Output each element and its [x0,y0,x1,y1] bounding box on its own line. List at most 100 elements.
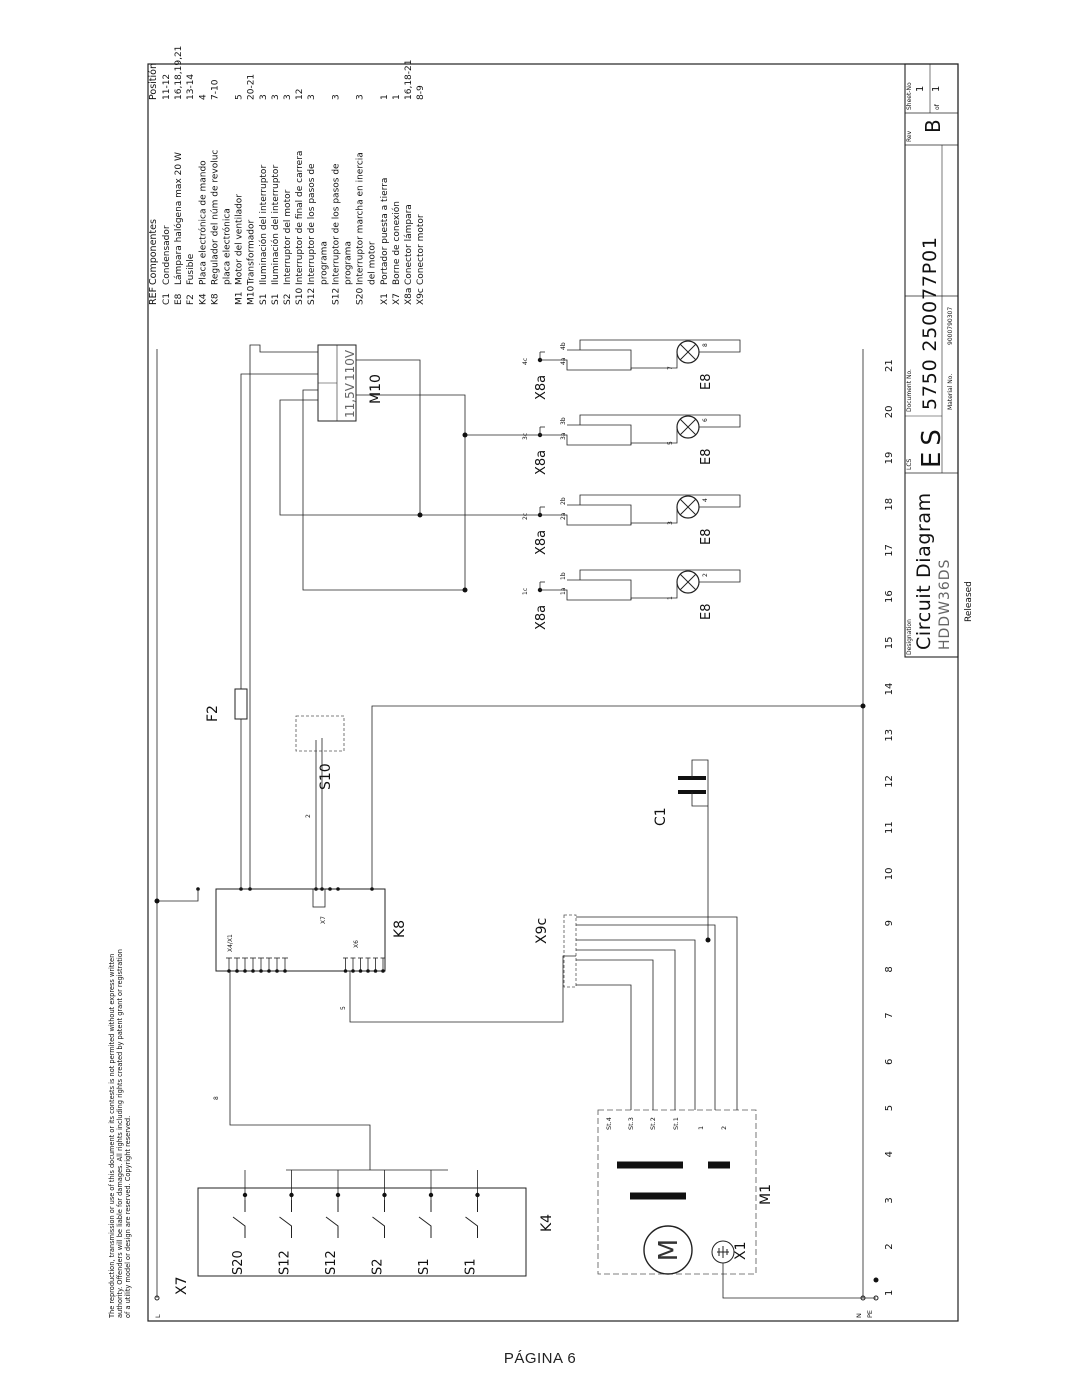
legend-ref: K4 [198,293,208,305]
k4-label: K4 [539,1214,555,1232]
model-number: HDDW36DS [937,559,953,650]
c1-label: C1 [653,807,669,826]
x8a-wire [540,349,632,371]
m1-label: M1 [758,1184,774,1205]
legend-position: 3 [259,94,269,100]
k4-switch-dot [242,1192,248,1198]
legend-position: 3 [307,94,317,100]
k8-x4-dot [235,969,239,973]
x8a-label: X8a [534,605,549,630]
e8-wire-in [630,427,678,445]
e8-wire-out [579,569,741,583]
e8-label: E8 [699,529,714,546]
legend-position: 3 [271,94,281,100]
legend-component: Placa electrónica de mando [197,160,208,285]
legend-position: 16,18,19,21 [174,46,184,100]
grid-number: 21 [884,359,895,372]
e8-wire-out [579,339,741,353]
revision: B [921,119,945,133]
m1-pin-label: 1 [697,1126,705,1130]
copyright-notice: The reproduction, transmission or use of… [108,949,132,1319]
m10-label: M10 [368,374,384,404]
x8a-pin-a: 4a [560,357,567,365]
k4-switch-dot [289,1192,294,1198]
sheet-no-label: Sheet-No [906,82,913,110]
document-no-label: Document No. [906,369,913,412]
k4-switch-contact [372,1200,385,1238]
legend-position: 16,18-21 [404,60,414,100]
k4-switch-label: S2 [371,1258,386,1275]
legend-position: 3 [356,94,366,100]
legend-ref: X1 [380,293,390,305]
k8-x6-dot [358,969,363,973]
legend-position: 20-21 [247,74,257,100]
page-number: PÁGINA 6 [503,1350,577,1367]
drawing-title: Circuit Diagram [913,492,935,650]
k8-x7-block [312,888,326,908]
legend-component: del motor [368,241,378,285]
grid-number: 20 [884,405,895,418]
legend-ref: X7 [392,293,402,305]
grid-number: 13 [884,729,895,742]
e8-wire-out [579,494,741,508]
legend-position: 8-9 [416,85,426,100]
grid-number: 2 [884,1243,895,1249]
v115-label: 11,5V [343,382,357,418]
x8a-pin-b: 4b [560,342,567,350]
legend-ref: S20 [356,288,366,305]
legend-component: Interruptor de los pasos de [307,163,317,285]
v110-label: 110V [343,349,357,381]
rail-labels: L N PE [154,1310,874,1318]
x7-label: X7 [174,1277,190,1296]
supply-rails [156,349,864,1298]
legend-component: Portador puesta a tierra [380,178,390,285]
rev-label: Rev [906,130,913,142]
e8-lamp-cross-b [679,343,697,361]
legend-position: 1 [380,94,390,100]
legend-position: 11-12 [162,74,172,100]
k8-x4-dot [275,969,279,973]
legend-component: Iluminación del interruptor [258,165,269,285]
legend-component: programa [344,241,354,285]
e8-label: E8 [699,374,714,391]
e8-pin-1: 3 [667,521,674,525]
grid-number: 16 [884,590,895,603]
grid-number: 10 [884,867,895,880]
x8a-pin-a: 1a [560,587,567,595]
e8-pin-2: 8 [702,343,709,347]
x8a-wire [540,504,632,526]
grid-number: 1 [884,1290,895,1296]
k4-switch-label: S12 [324,1250,339,1275]
k8-label: K8 [392,920,408,938]
grid-number: 12 [884,775,895,788]
x8a-pin-a: 3a [560,432,567,440]
x9c-connector: X9c [534,914,577,988]
x8a-wire [540,579,632,601]
grid-number: 11 [884,821,895,834]
x1-label: X1 [733,1242,749,1261]
legend-header-comp: Componentes [148,219,159,285]
legend-header-ref: REF [148,287,159,305]
x8a-label: X8a [534,450,549,475]
wire-count-2: 2 [305,814,312,818]
k4-switch-label: S1 [417,1258,432,1275]
copyright-line-3: of a utility model or design are reserve… [124,1116,132,1318]
wiring [157,344,876,1299]
material-no-label: Material No. [947,374,954,410]
motor-symbol [643,1225,693,1275]
e8-wire-in [630,582,678,600]
release-status: Released [964,581,974,622]
lcs-value: ES [917,423,947,468]
legend-component: Fusible [186,253,196,285]
document-number: 5750 250077P01 [919,236,941,410]
k4-switch-dot [335,1192,341,1198]
x8a-top-pin: 1c [522,588,529,595]
grid-number: 17 [884,544,895,557]
legend-position: 4 [198,94,208,100]
x8a-top-pin: 3c [522,433,529,440]
k8-x4-dot [259,969,263,973]
grid-number: 4 [884,1151,895,1157]
k4-switch-dot [382,1192,387,1198]
